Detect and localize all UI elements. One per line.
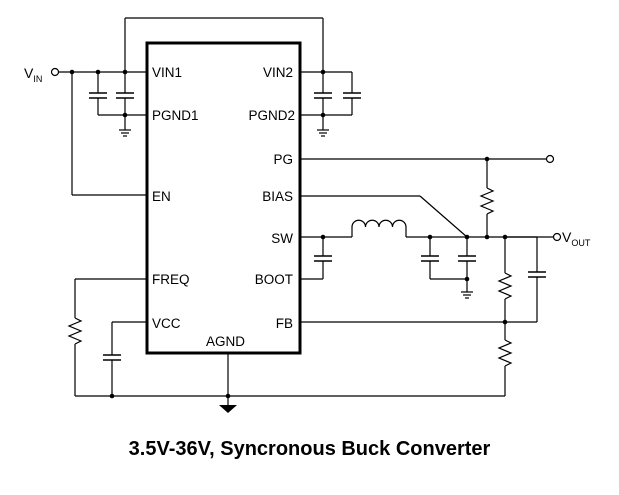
pg-pullup-resistor [479, 159, 495, 237]
ic-body [145, 41, 302, 355]
pin-label-agnd: AGND [206, 334, 245, 349]
pin-label-vin1: VIN1 [152, 65, 182, 80]
pin-label-boot: BOOT [255, 272, 293, 287]
ground-icon [219, 405, 237, 413]
vin-terminal [50, 67, 60, 77]
input-capacitor-1 [89, 72, 107, 115]
boot-capacitor [300, 237, 332, 280]
vout-label: VOUT [562, 229, 591, 248]
pgnd2-ground-icon [317, 129, 329, 137]
output-ground-icon [461, 291, 473, 299]
vcc-capacitor [103, 321, 147, 396]
pin-label-pgnd1: PGND1 [152, 108, 199, 123]
pin-label-vin2: VIN2 [263, 65, 293, 80]
pin-label-sw: SW [271, 231, 293, 246]
freq-resistor [67, 278, 147, 396]
input-capacitor-2 [116, 72, 134, 130]
vout-terminal [552, 232, 562, 242]
output-capacitor-1 [421, 237, 439, 279]
input-capacitor-3 [314, 72, 332, 130]
figure-caption: 3.5V-36V, Syncronous Buck Converter [128, 438, 491, 460]
vin-label: VIN [24, 65, 42, 84]
pin-label-en: EN [152, 189, 171, 204]
inductor-icon [351, 219, 407, 237]
pin-label-pgnd2: PGND2 [248, 108, 295, 123]
input-capacitor-4 [343, 72, 361, 115]
pin-label-pg: PG [273, 152, 293, 167]
feedback-resistor-bottom [497, 339, 513, 396]
feedback-resistor-top [497, 237, 513, 340]
pgnd1-ground-icon [119, 129, 131, 137]
pin-label-bias: BIAS [262, 189, 293, 204]
pin-label-freq: FREQ [152, 272, 190, 287]
pg-terminal [545, 154, 555, 164]
pin-label-vcc: VCC [152, 316, 181, 331]
pin-label-fb: FB [276, 316, 293, 331]
output-capacitor-2 [458, 237, 476, 292]
feedforward-capacitor [505, 236, 546, 322]
bias-line [300, 195, 468, 238]
